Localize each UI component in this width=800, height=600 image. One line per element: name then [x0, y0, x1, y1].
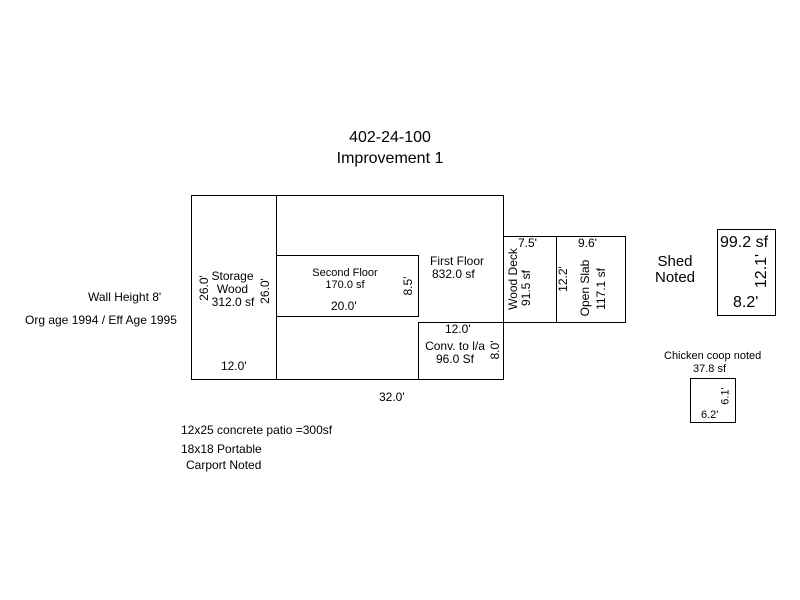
- first-floor-dim-bottom: 32.0': [379, 390, 405, 404]
- conversion-dim-right: 8.0': [488, 340, 502, 360]
- chicken-coop-dim-bottom: 6.2': [701, 409, 719, 421]
- shed-dim-right: 12.1': [753, 253, 770, 289]
- chicken-coop-outline: [690, 378, 736, 423]
- carport-note-line1: 18x18 Portable: [181, 442, 262, 456]
- wood-deck-label: Wood Deck: [506, 248, 520, 310]
- second-floor-dim-right: 8.5': [401, 276, 415, 296]
- wood-deck-dim-top: 7.5': [518, 236, 537, 250]
- parcel-id: 402-24-100: [349, 129, 431, 146]
- storage-dim-right: 26.0': [258, 278, 272, 304]
- patio-note: 12x25 concrete patio =300sf: [181, 423, 333, 437]
- open-slab-area: 117.1 sf: [594, 268, 608, 310]
- wall-height-note: Wall Height 8': [88, 290, 162, 304]
- open-slab-dim-top: 9.6': [578, 236, 597, 250]
- wood-deck-dim-right: 12.2': [556, 266, 570, 292]
- shed-label-line1: Shed: [657, 253, 693, 270]
- storage-label-line2: Wood: [216, 282, 249, 296]
- shed-area: 99.2 sf: [720, 234, 769, 251]
- storage-dim-bottom: 12.0': [221, 359, 247, 373]
- second-floor-area: 170.0 sf: [325, 279, 365, 291]
- shed-dim-bottom: 8.2': [733, 294, 759, 311]
- conversion-label: Conv. to l/a: [425, 339, 485, 353]
- storage-label-line1: Storage: [211, 269, 254, 283]
- shed-label-line2: Noted: [654, 269, 696, 286]
- storage-area: 312.0 sf: [211, 295, 255, 309]
- wood-deck-area: 91.5 sf: [519, 269, 533, 307]
- age-note: Org age 1994 / Eff Age 1995: [25, 313, 177, 327]
- conversion-outline: [418, 322, 504, 380]
- improvement-title: Improvement 1: [336, 150, 444, 167]
- open-slab-label: Open Slab: [578, 259, 592, 317]
- conversion-dim-top: 12.0': [445, 322, 471, 336]
- open-slab-outline: [556, 236, 626, 323]
- second-floor-label: Second Floor: [312, 267, 378, 279]
- second-floor-outline: [276, 255, 419, 317]
- carport-note-line2: Carport Noted: [186, 458, 262, 472]
- shed-outline: [717, 229, 776, 316]
- first-floor-label: First Floor: [430, 254, 484, 268]
- chicken-coop-dim-right: 6.1': [719, 387, 732, 405]
- chicken-coop-area: 37.8 sf: [693, 363, 727, 375]
- chicken-coop-label: Chicken coop noted: [664, 350, 762, 362]
- storage-dim-left: 26.0': [197, 275, 211, 301]
- first-floor-area: 832.0 sf: [432, 267, 475, 281]
- second-floor-dim-bottom: 20.0': [331, 299, 357, 313]
- conversion-area: 96.0 Sf: [435, 352, 475, 366]
